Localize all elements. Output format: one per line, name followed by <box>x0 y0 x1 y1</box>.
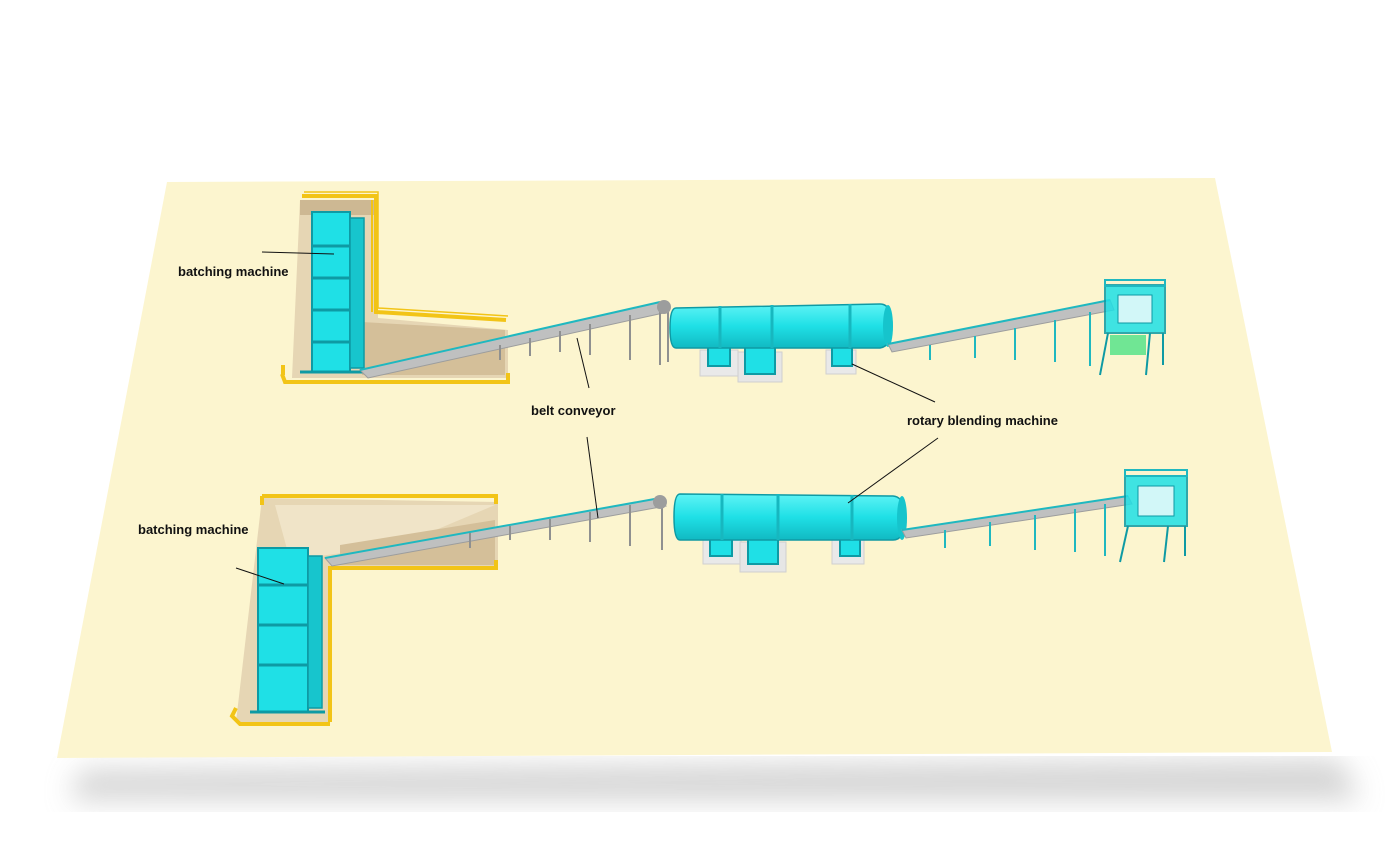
floor-shadow <box>70 760 1360 800</box>
top-line <box>280 191 1166 384</box>
leader-belt-bottom <box>586 436 599 519</box>
bottom-discharge-conveyor <box>901 495 1133 556</box>
leader-batching-top <box>261 251 335 255</box>
label-batching-machine-top: batching machine <box>178 264 289 279</box>
leader-belt-top <box>576 337 590 389</box>
leader-lines <box>235 251 939 585</box>
bottom-belt-conveyor <box>324 495 667 567</box>
label-batching-machine-bottom: batching machine <box>138 522 249 537</box>
top-packing-station <box>1099 279 1166 376</box>
top-belt-conveyor <box>359 300 671 379</box>
top-rotary-blending-machine <box>669 303 893 383</box>
bottom-line <box>229 469 1188 726</box>
top-discharge-conveyor <box>887 299 1115 366</box>
bottom-batching-machine <box>250 547 325 714</box>
label-rotary-blending-machine: rotary blending machine <box>907 413 1058 428</box>
leader-rotary-top <box>851 363 936 403</box>
top-batching-machine <box>300 211 365 374</box>
bottom-packing-station <box>1119 469 1188 563</box>
label-belt-conveyor: belt conveyor <box>531 403 616 418</box>
leader-batching-bottom <box>235 567 285 585</box>
leader-rotary-bottom <box>847 437 939 504</box>
